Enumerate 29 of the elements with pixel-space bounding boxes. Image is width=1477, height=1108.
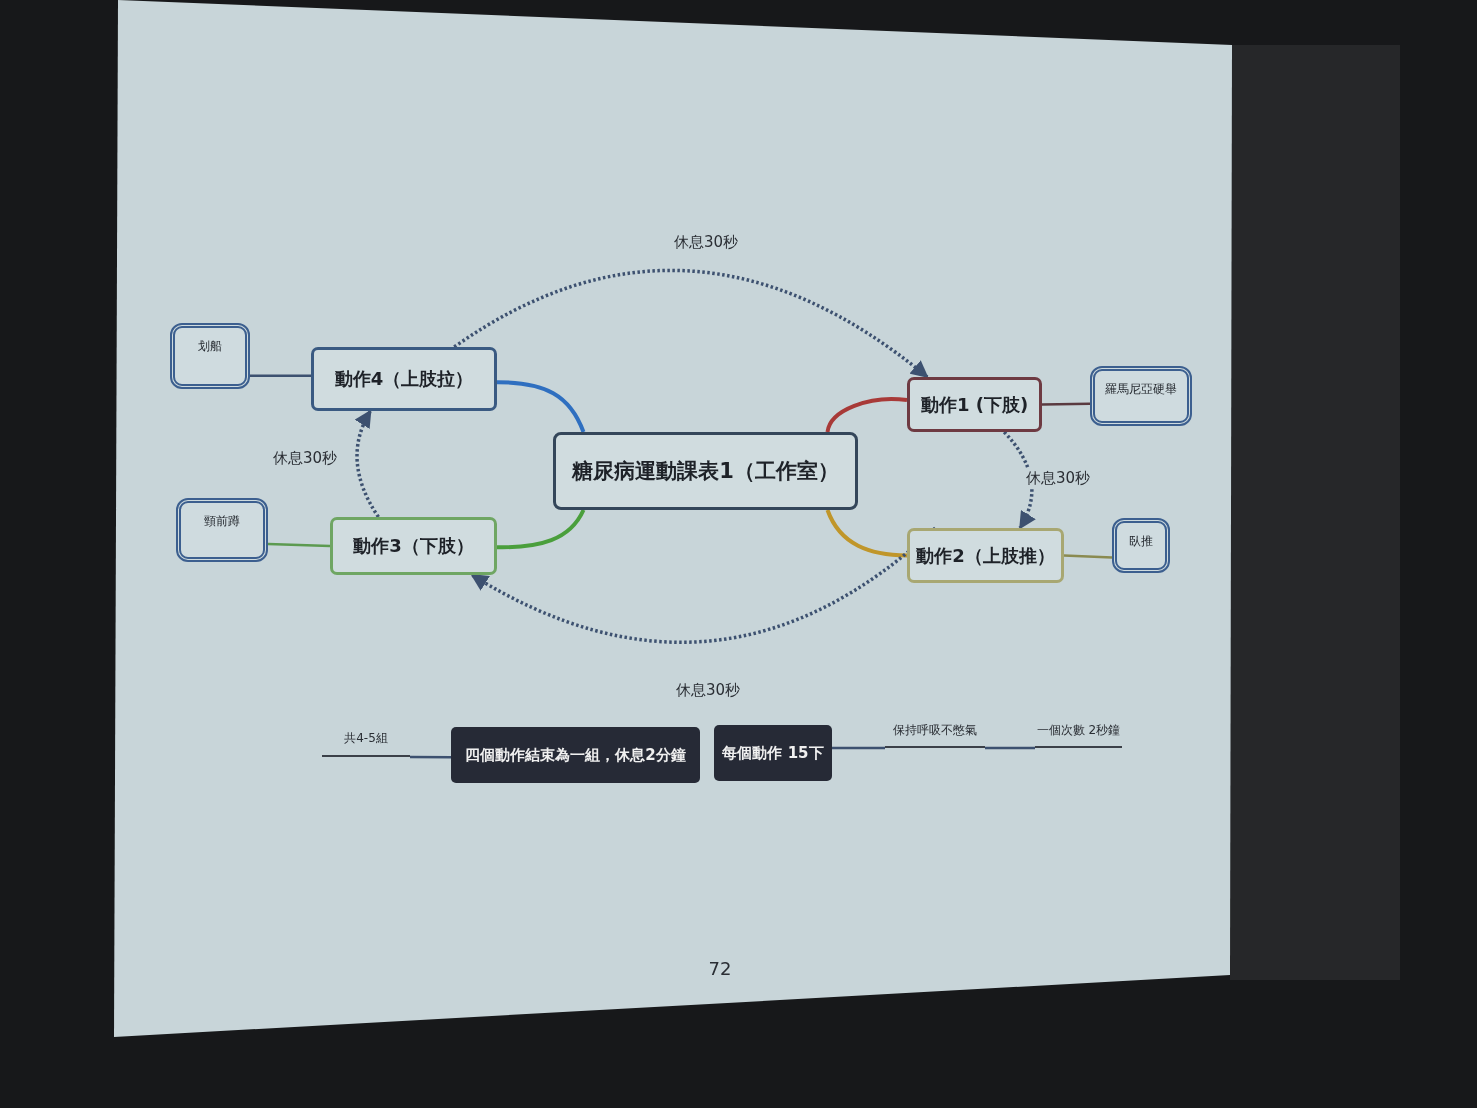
note-box: 每個動作 15下 — [714, 725, 832, 781]
branch-line — [985, 746, 1035, 750]
branch-line — [1042, 402, 1090, 406]
subtopic-box: 臥推 — [1112, 518, 1170, 573]
subtopic-box: 划船 — [170, 323, 250, 389]
dotted-arrow — [453, 269, 929, 379]
topic-box: 動作4（上肢拉） — [311, 347, 497, 411]
dotted-arrow — [470, 526, 937, 644]
topic-box: 動作3（下肢） — [330, 517, 497, 575]
branch-line — [825, 509, 908, 558]
branch-line — [267, 542, 331, 548]
topic-box: 動作1 (下肢) — [907, 377, 1042, 432]
branch-line — [497, 509, 586, 550]
dotted-arrow — [355, 409, 380, 518]
branch-text: 一個次數 2秒鐘 — [1035, 722, 1122, 748]
central-topic-box: 糖尿病運動課表1（工作室） — [553, 432, 858, 510]
branch-line — [410, 755, 451, 759]
subtopic-box: 頸前蹲 — [176, 498, 268, 562]
branch-line — [1063, 554, 1113, 559]
branch-line — [825, 397, 908, 433]
branch-line — [832, 746, 885, 750]
note-box: 四個動作結束為一組，休息2分鐘 — [451, 727, 700, 783]
dotted-arrow — [1002, 430, 1036, 530]
branch-text: 保持呼吸不憋氣 — [885, 722, 985, 748]
subtopic-box: 羅馬尼亞硬舉 — [1090, 366, 1192, 426]
branch-text: 共4-5組 — [322, 730, 410, 757]
topic-box: 動作2（上肢推） — [907, 528, 1064, 583]
branch-line — [250, 374, 311, 378]
branch-line — [496, 380, 586, 433]
